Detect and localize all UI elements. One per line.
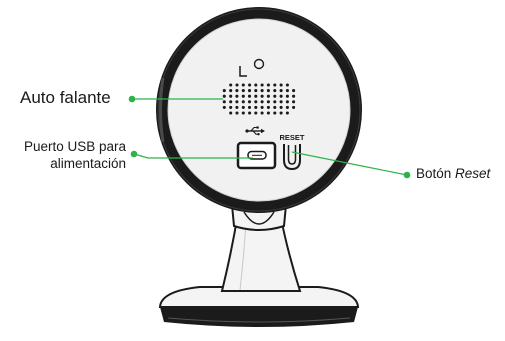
reset-leader-line <box>291 151 408 176</box>
grille-hole <box>222 105 226 109</box>
usb-callout-dot <box>130 150 138 158</box>
grille-hole <box>273 94 277 98</box>
grille-hole <box>222 94 226 98</box>
grille-hole <box>260 94 264 98</box>
grille-hole <box>254 83 258 87</box>
reset-button <box>283 144 301 171</box>
reset-callout-dot <box>403 171 411 179</box>
grille-hole <box>292 89 296 93</box>
reset-label-italic: Reset <box>455 166 491 181</box>
grille-hole <box>235 100 239 104</box>
grille-hole <box>292 105 296 109</box>
usb-port-label: Puerto USB para alimentación <box>12 138 126 172</box>
speaker-label: Auto falante <box>20 88 111 107</box>
reset-label-prefix: Botón <box>416 166 456 181</box>
grille-hole <box>260 83 264 87</box>
grille-hole <box>247 100 252 104</box>
speaker-callout-dot <box>128 95 136 103</box>
grille-hole <box>241 100 245 104</box>
grille-hole <box>285 111 289 115</box>
grille-hole <box>260 105 264 109</box>
grille-hole <box>235 83 239 87</box>
usb-icon <box>245 126 265 136</box>
grille-hole <box>222 89 226 93</box>
grille-hole <box>254 105 258 109</box>
grille-hole <box>248 83 252 87</box>
grille-hole <box>241 83 245 87</box>
grille-hole <box>235 105 239 109</box>
grille-hole <box>241 94 245 98</box>
grille-hole <box>273 100 277 104</box>
grille-hole <box>254 100 258 104</box>
grille-hole <box>285 105 289 109</box>
grille-hole <box>254 89 258 93</box>
grille-hole <box>229 94 233 98</box>
callout-lines <box>128 95 411 179</box>
grille-hole <box>266 100 270 104</box>
grille-hole <box>235 94 239 98</box>
grille-hole <box>279 94 283 98</box>
grille-hole <box>248 111 252 115</box>
grille-hole <box>260 89 264 93</box>
reset-button-label: Botón Reset <box>416 166 490 181</box>
reset-marking: RESET <box>279 133 304 142</box>
grille-hole <box>273 83 277 87</box>
grille-hole <box>279 111 283 115</box>
grille-hole <box>241 105 245 109</box>
grille-hole <box>292 100 296 104</box>
grille-hole <box>279 83 283 87</box>
grille-hole <box>247 89 252 93</box>
grille-hole <box>254 94 258 98</box>
camera-stand <box>220 204 302 292</box>
grille-hole <box>229 83 233 87</box>
grille-hole <box>229 89 233 93</box>
usb-port <box>236 141 277 170</box>
grille-hole <box>266 94 270 98</box>
grille-hole <box>241 111 245 115</box>
usb-label-line-2: alimentación <box>50 156 126 171</box>
usb-leader-line <box>133 153 253 159</box>
grille-hole <box>266 111 270 115</box>
grille-hole <box>229 105 233 109</box>
camera-body: RESET <box>156 7 362 213</box>
grille-hole <box>260 100 264 104</box>
grille-hole <box>241 89 245 93</box>
grille-hole <box>229 111 233 115</box>
camera-base <box>158 286 360 327</box>
left-mark <box>239 66 247 77</box>
grille-hole <box>285 89 289 93</box>
grille-hole <box>279 100 283 104</box>
speaker-grille <box>222 83 296 115</box>
grille-hole <box>254 111 258 115</box>
grille-hole <box>266 89 270 93</box>
grille-hole <box>285 100 289 104</box>
grille-hole <box>279 89 283 93</box>
grille-hole <box>247 94 252 98</box>
grille-hole <box>266 83 270 87</box>
grille-hole <box>273 105 277 109</box>
grille-hole <box>229 100 233 104</box>
grille-hole <box>222 100 226 104</box>
grille-hole <box>235 111 239 115</box>
grille-hole <box>292 94 296 98</box>
grille-hole <box>247 105 252 109</box>
usb-label-line-1: Puerto USB para <box>23 139 126 154</box>
grille-hole <box>273 89 277 93</box>
grille-hole <box>273 111 277 115</box>
grille-hole <box>279 105 283 109</box>
grille-hole <box>260 111 264 115</box>
microphone-hole <box>253 58 265 70</box>
grille-hole <box>285 83 289 87</box>
grille-hole <box>235 89 239 93</box>
grille-hole <box>266 105 270 109</box>
grille-hole <box>285 94 289 98</box>
